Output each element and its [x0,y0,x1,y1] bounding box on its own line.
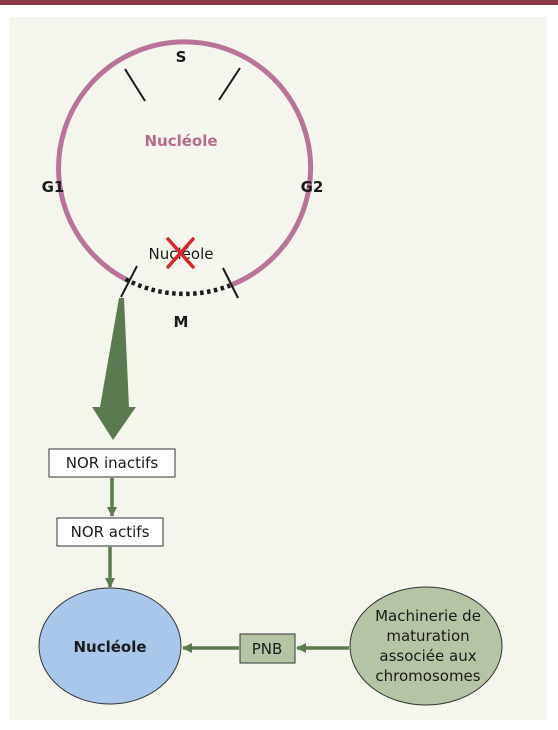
machinerie-line-4: chromosomes [375,667,480,685]
nucleole-ellipse [38,587,182,705]
pnb-label: PNB [252,640,283,658]
machinerie-line-2: maturation [386,627,469,645]
nucleole-final-label: Nucléole [73,638,146,656]
nor-inactifs-label: NOR inactifs [66,454,159,472]
big-down-arrow [92,298,136,440]
disassembly-cross-icon [166,237,195,269]
phase-g1-label: G1 [42,178,65,196]
nor-actifs-box [56,517,164,547]
phase-s-label: S [176,48,187,66]
pnb-box [239,633,296,664]
tick-g1-m [120,265,138,298]
machinerie-line-3: associée aux [379,647,476,665]
nucleole-present-label: Nucléole [144,132,217,150]
mitosis-dotted-arc [124,277,231,297]
tick-m-g2 [222,267,239,299]
cell-cycle-arc [56,39,314,288]
tick-s-g2 [218,67,241,101]
nor-actifs-label: NOR actifs [71,523,150,541]
top-accent-bar [0,0,558,5]
tick-g1-s [124,68,146,102]
machinerie-ellipse [349,586,503,706]
phase-g2-label: G2 [301,178,324,196]
machinerie-line-1: Machinerie de [375,607,481,625]
nor-inactifs-box [48,448,176,478]
phase-m-label: M [174,313,189,331]
